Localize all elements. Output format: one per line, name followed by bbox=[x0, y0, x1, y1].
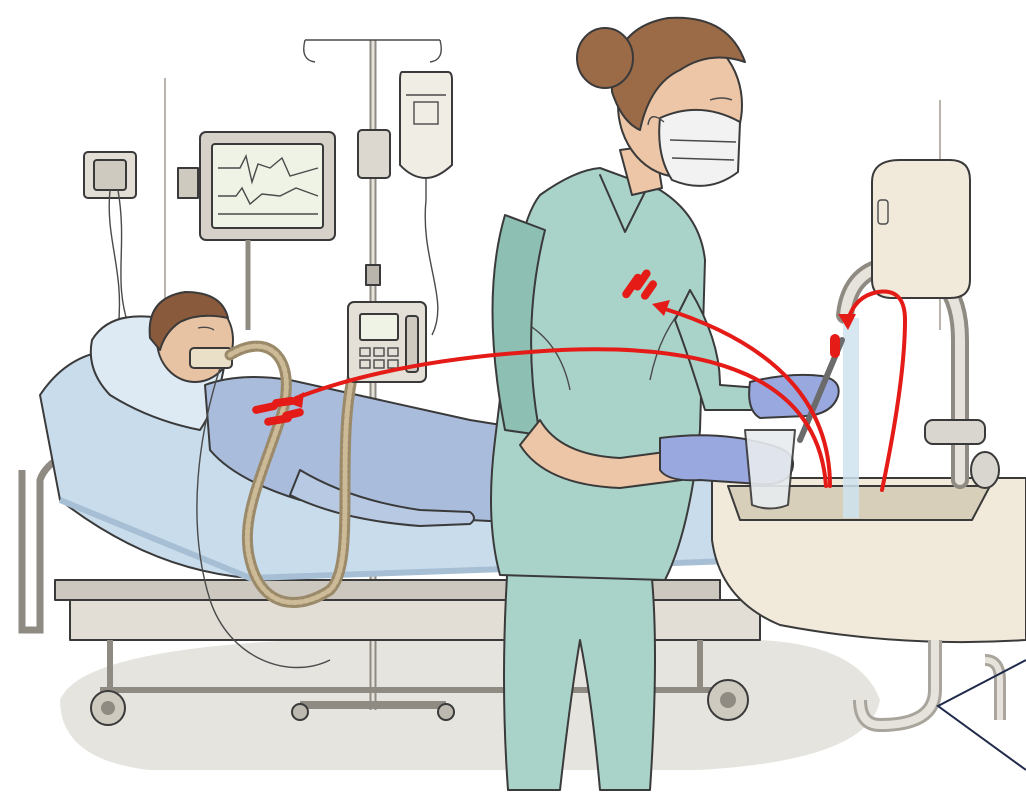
iv-bag bbox=[400, 72, 452, 335]
callout-pointer bbox=[938, 660, 1026, 770]
beaker bbox=[745, 430, 795, 509]
iv-controller-upper bbox=[358, 130, 390, 178]
wall-outlet bbox=[84, 152, 136, 330]
nurse-face-mask bbox=[659, 110, 740, 186]
bacteria-single-faucet bbox=[830, 334, 840, 358]
floor-shadow bbox=[60, 640, 880, 770]
nurse-hair-bun bbox=[577, 28, 633, 88]
soap-dispenser bbox=[872, 160, 970, 298]
water-stream bbox=[843, 318, 859, 518]
